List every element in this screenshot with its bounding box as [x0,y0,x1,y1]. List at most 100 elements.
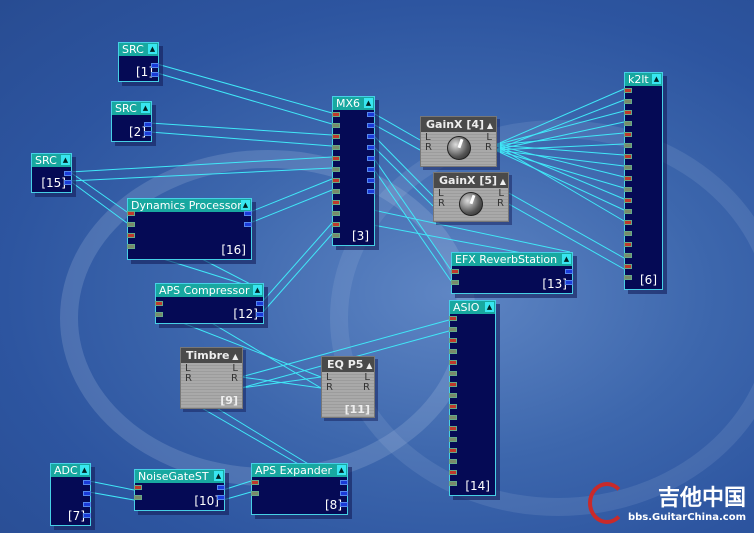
input-port[interactable] [449,426,457,431]
asio-header[interactable]: ASIO▲ [450,301,495,314]
src15-header[interactable]: SRC▲ [32,154,71,167]
eq-header[interactable]: EQ P5 ▲ [322,357,374,372]
collapse-triangle-icon[interactable]: ▲ [364,98,373,108]
output-port[interactable] [151,63,159,68]
input-port[interactable] [127,233,135,238]
input-port[interactable] [134,495,142,500]
input-port[interactable] [332,112,340,117]
output-port[interactable] [256,301,264,306]
collapse-triangle-icon[interactable]: ▲ [241,200,250,210]
input-port[interactable] [332,211,340,216]
input-port[interactable] [134,485,142,490]
input-port[interactable] [449,360,457,365]
output-port[interactable] [151,72,159,77]
src1-block[interactable]: SRC▲[1] [118,42,159,82]
mx6-block[interactable]: MX6▲[3] [332,96,375,246]
input-port[interactable] [332,156,340,161]
output-port[interactable] [64,180,72,185]
timbre-header[interactable]: Timbre ▲ [181,348,242,363]
output-port[interactable] [83,513,91,518]
output-port[interactable] [83,480,91,485]
efx-header[interactable]: EFX ReverbStation▲ [452,253,572,266]
dyn-block[interactable]: Dynamics Processor▲[16] [127,198,252,260]
input-port[interactable] [127,222,135,227]
src15-block[interactable]: SRC▲[15] [31,153,72,193]
input-port[interactable] [624,209,632,214]
input-port[interactable] [155,312,163,317]
input-port[interactable] [624,88,632,93]
input-port[interactable] [624,121,632,126]
mx6-header[interactable]: MX6▲ [333,97,374,110]
collapse-triangle-icon[interactable]: ▲ [214,471,223,481]
gain-knob[interactable] [446,136,471,160]
input-port[interactable] [624,242,632,247]
input-port[interactable] [251,491,259,496]
gain5-header[interactable]: GainX [5] ▲ [434,173,508,188]
output-port[interactable] [367,145,375,150]
input-port[interactable] [449,316,457,321]
output-port[interactable] [565,280,573,285]
input-port[interactable] [624,99,632,104]
input-port[interactable] [332,123,340,128]
collapse-triangle-icon[interactable]: ▲ [485,302,494,312]
src2-block[interactable]: SRC▲[2] [111,101,152,142]
exp-header[interactable]: APS Expander▲ [252,464,347,477]
collapse-triangle-icon[interactable]: ▲ [337,465,346,475]
input-port[interactable] [449,415,457,420]
input-port[interactable] [449,448,457,453]
input-port[interactable] [624,253,632,258]
comp-block[interactable]: APS Compressor▲[12] [155,283,264,324]
input-port[interactable] [155,301,163,306]
output-port[interactable] [144,131,152,136]
input-port[interactable] [332,167,340,172]
efx-block[interactable]: EFX ReverbStation▲[13] [451,252,573,294]
output-port[interactable] [83,502,91,507]
input-port[interactable] [624,154,632,159]
collapse-triangle-icon[interactable]: ▲ [148,44,157,54]
output-port[interactable] [217,485,225,490]
collapse-triangle-icon[interactable]: ▲ [61,155,70,165]
output-port[interactable] [256,312,264,317]
input-port[interactable] [332,189,340,194]
input-port[interactable] [449,371,457,376]
input-port[interactable] [624,231,632,236]
input-port[interactable] [624,198,632,203]
input-port[interactable] [624,220,632,225]
input-port[interactable] [449,470,457,475]
gate-header[interactable]: NoiseGateST▲ [135,470,224,483]
input-port[interactable] [451,280,459,285]
input-port[interactable] [332,233,340,238]
output-port[interactable] [367,178,375,183]
k2lt-header[interactable]: k2lt▲ [625,73,662,86]
output-port[interactable] [340,502,348,507]
dyn-header[interactable]: Dynamics Processor▲ [128,199,251,212]
collapse-triangle-icon[interactable]: ▲ [484,121,494,130]
output-port[interactable] [340,491,348,496]
collapse-triangle-icon[interactable]: ▲ [363,361,373,370]
output-port[interactable] [367,189,375,194]
gain-knob[interactable] [459,192,483,216]
input-port[interactable] [332,200,340,205]
output-port[interactable] [367,123,375,128]
k2lt-block[interactable]: k2lt▲[6] [624,72,663,290]
collapse-triangle-icon[interactable]: ▲ [253,285,262,295]
output-port[interactable] [367,112,375,117]
input-port[interactable] [624,275,632,280]
output-port[interactable] [217,495,225,500]
collapse-triangle-icon[interactable]: ▲ [141,103,150,113]
input-port[interactable] [127,211,135,216]
output-port[interactable] [565,269,573,274]
comp-header[interactable]: APS Compressor▲ [156,284,263,297]
gate-block[interactable]: NoiseGateST▲[10] [134,469,225,511]
adc-block[interactable]: ADC▲[7] [50,463,91,526]
collapse-triangle-icon[interactable]: ▲ [229,352,239,361]
output-port[interactable] [244,211,252,216]
input-port[interactable] [449,393,457,398]
input-port[interactable] [332,145,340,150]
output-port[interactable] [83,491,91,496]
input-port[interactable] [449,459,457,464]
